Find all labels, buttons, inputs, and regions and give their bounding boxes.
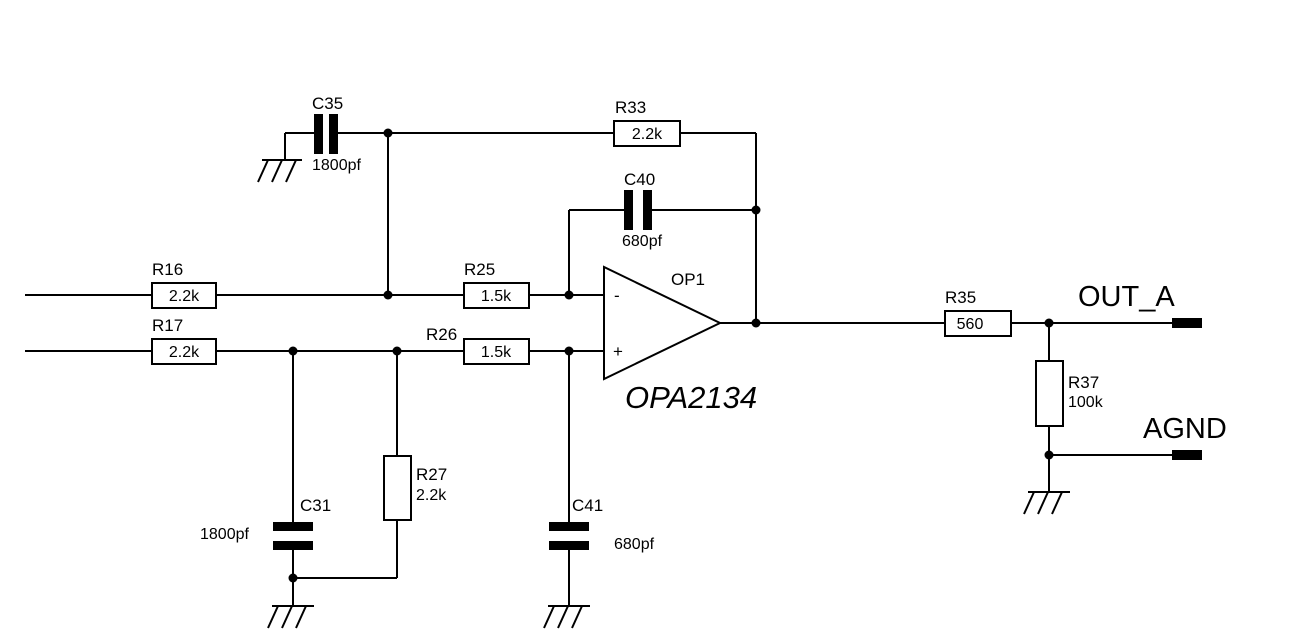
resistor-body: [463, 338, 530, 365]
junction-dot: [392, 346, 402, 356]
ground-symbol: [1023, 491, 1070, 515]
resistor-value: 2.2k: [169, 288, 200, 305]
resistor-r16: R16 2.2k: [151, 260, 217, 309]
capacitor-value: 680pf: [622, 233, 663, 250]
capacitor-plate: [624, 190, 633, 230]
capacitor-plate: [643, 190, 652, 230]
resistor-ref: R26: [426, 325, 457, 344]
op-amp-op1: - + OP1 OPA2134: [603, 265, 757, 415]
resistor-body: [151, 338, 217, 365]
capacitor-ref: C35: [312, 94, 343, 113]
resistor-body: [383, 455, 412, 521]
junction-dot: [383, 290, 393, 300]
ground-symbol: [267, 605, 314, 629]
capacitor-value: 680pf: [614, 536, 655, 553]
ground-connector: AGND: [1143, 413, 1227, 460]
resistor-body: [463, 282, 530, 309]
resistor-body: [1035, 360, 1064, 427]
capacitor-c41: C41 680pf: [549, 496, 655, 553]
resistor-body: [944, 310, 1012, 337]
resistor-r26: R26 1.5k: [426, 325, 530, 365]
resistor-value: 2.2k: [169, 344, 200, 361]
capacitor-ref: C40: [624, 170, 655, 189]
ground-net-label: AGND: [1143, 413, 1227, 445]
resistor-ref: R35: [945, 288, 976, 307]
resistor-ref: R25: [464, 260, 495, 279]
capacitor-plate: [329, 114, 338, 154]
op-amp-triangle: [603, 265, 723, 381]
resistor-value: 560: [957, 316, 984, 333]
resistor-r17: R17 2.2k: [151, 316, 217, 365]
junction-dot: [751, 318, 761, 328]
resistor-ref: R17: [152, 316, 183, 335]
resistor-ref: R33: [615, 98, 646, 117]
capacitor-ref: C41: [572, 496, 603, 515]
resistor-r27: R27 2.2k: [383, 455, 447, 521]
capacitor-plate: [273, 541, 313, 550]
op-amp-noninverting-pin: +: [613, 342, 623, 361]
resistor-value: 100k: [1068, 394, 1104, 411]
junction-dot: [1044, 450, 1054, 460]
capacitor-plate: [549, 522, 589, 531]
ground-symbol: [543, 605, 590, 629]
capacitor-value: 1800pf: [200, 526, 249, 543]
resistor-r25: R25 1.5k: [463, 260, 530, 309]
capacitor-value: 1800pf: [312, 157, 361, 174]
junction-dot: [564, 346, 574, 356]
op-amp-part-number: OPA2134: [625, 380, 757, 415]
resistor-r37: R37 100k: [1035, 360, 1104, 427]
junction-dot: [383, 128, 393, 138]
resistor-value: 1.5k: [481, 288, 512, 305]
capacitor-c31: C31 1800pf: [200, 496, 331, 550]
junction-dot: [288, 573, 298, 583]
junction-dot: [751, 205, 761, 215]
resistor-r33: R33 2.2k: [613, 98, 681, 147]
junction-dot: [288, 346, 298, 356]
resistor-value: 2.2k: [416, 487, 447, 504]
ground-symbol: [257, 159, 302, 183]
wires: [25, 132, 1172, 606]
resistor-body: [613, 120, 681, 147]
capacitor-c35: C35 1800pf: [312, 94, 361, 174]
resistor-ref: R27: [416, 465, 447, 484]
connector-pad: [1172, 450, 1202, 460]
resistor-value: 1.5k: [481, 344, 512, 361]
resistor-ref: R37: [1068, 373, 1099, 392]
capacitor-ref: C31: [300, 496, 331, 515]
capacitor-plate: [314, 114, 323, 154]
junctions: [288, 128, 1054, 583]
resistor-r35: R35 560: [944, 288, 1012, 337]
junction-dot: [564, 290, 574, 300]
connector-pad: [1172, 318, 1202, 328]
resistor-ref: R16: [152, 260, 183, 279]
capacitor-plate: [273, 522, 313, 531]
resistor-value: 2.2k: [632, 126, 663, 143]
capacitor-plate: [549, 541, 589, 550]
output-net-label: OUT_A: [1078, 281, 1175, 313]
junction-dot: [1044, 318, 1054, 328]
capacitor-c40: C40 680pf: [622, 170, 663, 250]
op-amp-ref: OP1: [671, 270, 705, 289]
op-amp-inverting-pin: -: [614, 286, 620, 305]
output-connector: OUT_A: [1078, 281, 1202, 328]
resistor-body: [151, 282, 217, 309]
